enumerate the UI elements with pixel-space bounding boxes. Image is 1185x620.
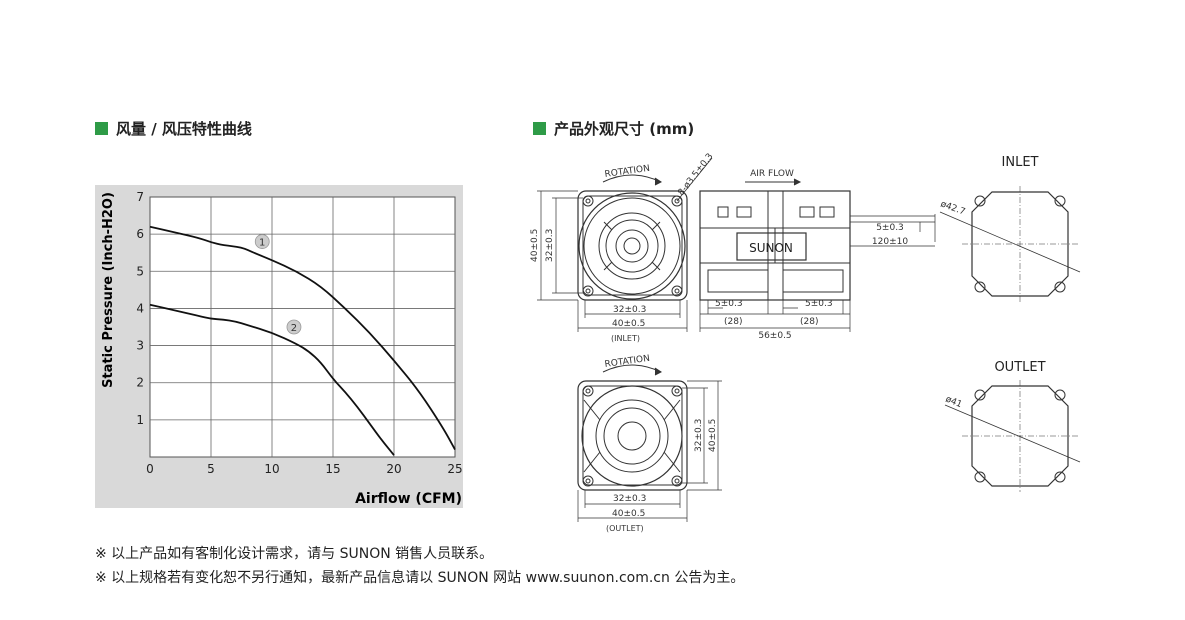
series-label-1: 1 [259,238,265,249]
series-label-2: 2 [291,323,297,334]
rotation-label-outlet: ROTATION [604,354,651,370]
dim-5-right: 5±0.3 [805,299,833,309]
x-tick-label: 25 [447,462,462,476]
y-tick-label: 1 [136,413,144,427]
y-tick-label: 4 [136,301,144,315]
x-tick-label: 10 [264,462,279,476]
y-tick-label: 3 [136,339,144,353]
series-marker-2 [286,319,302,335]
green-square-icon [95,122,108,135]
footnote-1: ※ 以上产品如有客制化设计需求，请与 SUNON 销售人员联系。 [95,546,494,562]
inlet-cutout-view: INLET ø42.7 [939,155,1081,302]
series-line-1 [149,225,456,451]
side-view: SUNON 5±0.3 120±10 AIR FLOW 5±0.3 5±0.3 … [699,169,936,341]
dim-56: 56±0.5 [758,331,791,341]
y-axis-label: Static Pressure (Inch-H2O) [101,192,116,388]
chart-section-title-text: 风量 / 风压特性曲线 [116,120,252,138]
dim-lead-120: 120±10 [872,237,908,247]
footnote-2: ※ 以上规格若有变化恕不另行通知，最新产品信息请以 SUNON 网站 www.s… [95,570,745,586]
dim-lead-5: 5±0.3 [876,223,904,233]
series-line-2 [149,303,395,456]
dim-28-right: (28) [800,317,818,327]
dim-32-horizontal-outlet: 32±0.3 [613,494,646,504]
inlet-front-view: ROTATION 8-ø3.5±0.3 40±0.5 32±0.3 32±0.3… [530,152,716,343]
dia-inlet-label: ø42.7 [939,199,966,217]
dim-32-horizontal: 32±0.3 [613,305,646,315]
rotation-label: ROTATION [604,164,651,180]
green-square-icon [533,122,546,135]
y-tick-label: 2 [136,376,144,390]
footnotes: ※ 以上产品如有客制化设计需求，请与 SUNON 销售人员联系。 ※ 以上规格若… [95,542,744,590]
outlet-title: OUTLET [994,360,1045,375]
chart-section-title: 风量 / 风压特性曲线 [95,118,252,139]
dim-40-vertical: 40±0.5 [530,229,540,262]
dim-32-vertical-outlet: 32±0.3 [694,419,704,452]
y-tick-label: 5 [136,264,144,278]
dim-28-left: (28) [724,317,742,327]
dim-40-horizontal: 40±0.5 [612,319,645,329]
airflow-pressure-chart: 0 5 10 15 20 25 1 2 3 4 5 6 7 1 2 Airflow (CFM) Stati… [101,190,463,507]
dims-section-title: 产品外观尺寸 (mm) [533,118,694,139]
inlet-caption: (INLET) [611,334,640,343]
x-tick-label: 20 [386,462,401,476]
dia-outlet-label: ø41 [944,395,963,411]
y-tick-label: 7 [136,190,144,204]
x-tick-label: 5 [207,462,215,476]
plot-area [149,196,456,458]
x-axis-label: Airflow (CFM) [355,491,462,507]
x-tick-label: 0 [146,462,154,476]
inlet-title: INLET [1002,155,1039,170]
brand-label: SUNON [749,241,793,255]
dim-40-vertical-outlet: 40±0.5 [708,419,718,452]
y-tick-label: 6 [136,227,144,241]
outlet-caption: (OUTLET) [606,524,644,533]
x-tick-label: 15 [325,462,340,476]
dim-5-left: 5±0.3 [715,299,743,309]
air-flow-label: AIR FLOW [750,169,794,179]
dim-40-horizontal-outlet: 40±0.5 [612,509,645,519]
dim-32-vertical: 32±0.3 [545,229,555,262]
series-marker-1 [254,234,270,249]
dims-section-title-text: 产品外观尺寸 (mm) [554,120,695,138]
outlet-back-view: ROTATION 32±0.3 40±0.5 32±0.3 40±0.5 (OU… [577,354,722,533]
outlet-cutout-view: OUTLET ø41 [944,360,1081,492]
